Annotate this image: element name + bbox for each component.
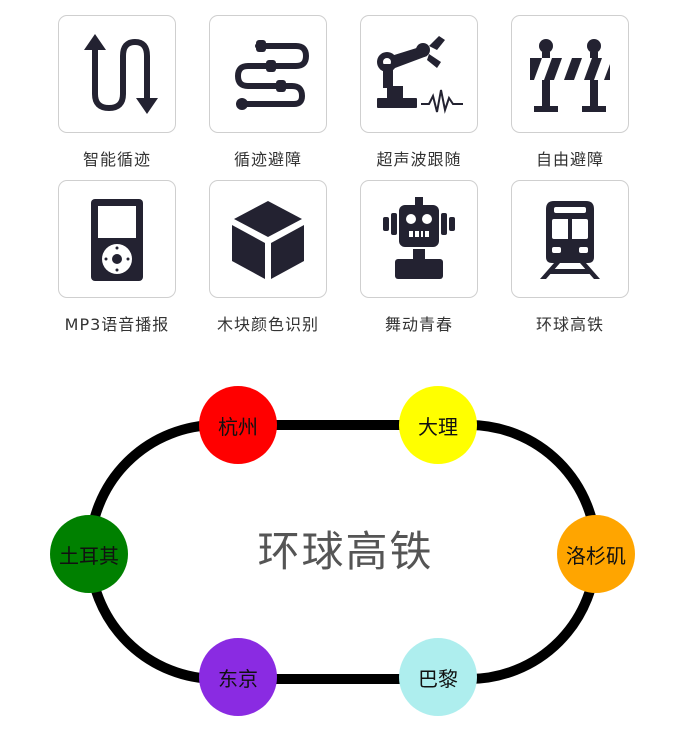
mode-row-1: 智能循迹 循迹避障 <box>56 15 636 175</box>
mode-block-color[interactable]: 木块颜色识别 <box>207 180 329 335</box>
mode-label: MP3语音播报 <box>64 315 170 334</box>
mode-global-railway[interactable]: 环球高铁 <box>509 180 631 335</box>
mode-label: 循迹避障 <box>233 150 302 169</box>
mode-label: 智能循迹 <box>82 150 151 169</box>
station-paris[interactable]: 巴黎 <box>399 638 477 716</box>
mode-label: 超声波跟随 <box>376 150 462 169</box>
mode-label: 木块颜色识别 <box>216 315 319 334</box>
mode-tile[interactable] <box>360 15 478 133</box>
mode-label: 环球高铁 <box>535 315 604 334</box>
mode-tracking-avoidance[interactable]: 循迹避障 <box>207 15 329 170</box>
mode-tile[interactable] <box>209 180 327 298</box>
mode-tile[interactable] <box>511 15 629 133</box>
winding-path-icon <box>234 40 310 110</box>
mode-tile[interactable] <box>209 15 327 133</box>
mode-ultrasonic-follow[interactable]: 超声波跟随 <box>358 15 480 170</box>
track-title: 环球高铁 <box>257 527 434 576</box>
station-los-angeles[interactable]: 洛杉矶 <box>557 515 635 593</box>
u-turn-arrows-icon <box>84 34 158 114</box>
robot-icon <box>383 197 455 279</box>
robot-arm-icon <box>377 36 463 114</box>
station-turkey[interactable]: 土耳其 <box>50 515 128 593</box>
mode-label: 自由避障 <box>535 150 604 169</box>
mode-smart-tracking[interactable]: 智能循迹 <box>56 15 178 170</box>
station-dali[interactable]: 大理 <box>399 386 477 464</box>
mode-label: 舞动青春 <box>384 315 453 334</box>
mode-free-avoidance[interactable]: 自由避障 <box>509 15 631 170</box>
mode-row-2: MP3语音播报 木块颜色识别 <box>56 180 636 340</box>
mode-tile[interactable] <box>511 180 629 298</box>
mode-tile[interactable] <box>58 180 176 298</box>
mode-tile[interactable] <box>58 15 176 133</box>
station-tokyo[interactable]: 东京 <box>199 638 277 716</box>
mode-dance[interactable]: 舞动青春 <box>358 180 480 335</box>
station-hangzhou[interactable]: 杭州 <box>199 386 277 464</box>
cube-icon <box>232 201 304 279</box>
road-barrier-icon <box>530 39 610 112</box>
train-icon <box>540 201 600 279</box>
railway-map: 环球高铁 杭州 大理 土耳其 洛杉矶 东京 巴黎 <box>0 370 691 742</box>
mp3-player-icon <box>91 199 143 281</box>
mode-tile[interactable] <box>360 180 478 298</box>
mode-mp3-voice[interactable]: MP3语音播报 <box>56 180 178 335</box>
